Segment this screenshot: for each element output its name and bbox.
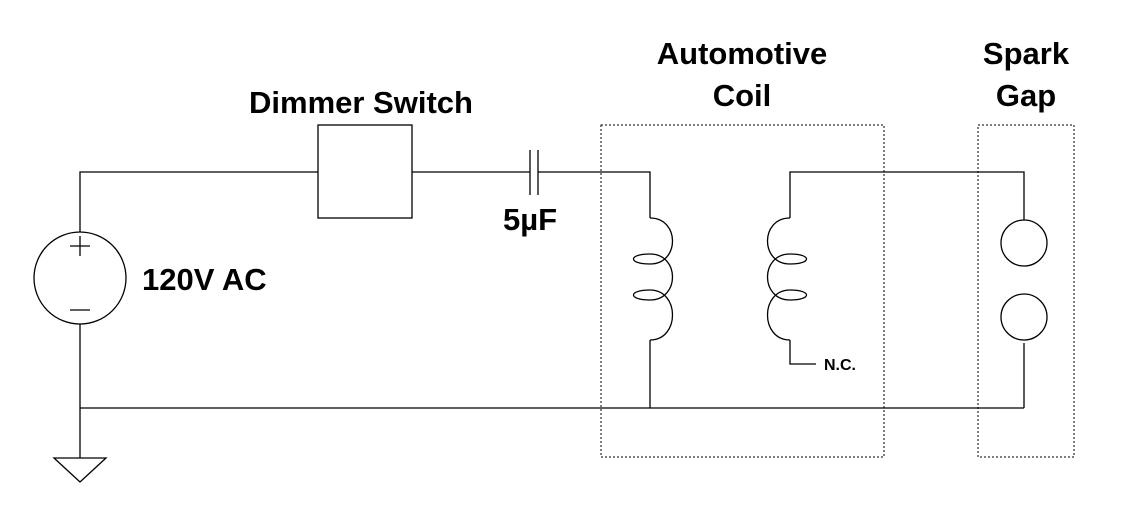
wire-secondary-to-spark-gap — [789, 171, 1025, 220]
source-label: 120V AC — [142, 262, 267, 297]
automotive-coil-enclosure — [600, 124, 885, 458]
spark-gap-label-line1: Spark — [983, 36, 1070, 71]
dimmer-switch-box — [317, 124, 413, 219]
wire-secondary-nc-lead — [789, 340, 816, 365]
no-connection-label: N.C. — [824, 357, 856, 374]
secondary-winding — [767, 217, 808, 341]
voltage-source-circle — [33, 231, 127, 325]
coil-label-line1: Automotive — [657, 36, 828, 71]
wire-capacitor-to-primary — [538, 171, 651, 218]
coil-label-line2: Coil — [713, 78, 772, 113]
spark-gap-electrode-top — [1000, 219, 1048, 267]
capacitor-label: 5µF — [503, 202, 557, 237]
wire-source-to-dimmer — [79, 171, 318, 232]
ground-symbol — [52, 457, 108, 483]
spark-gap-enclosure — [977, 124, 1075, 458]
spark-gap-label-line2: Gap — [996, 78, 1056, 113]
spark-gap-electrode-bottom — [1000, 293, 1048, 341]
dimmer-switch-label: Dimmer Switch — [249, 85, 473, 120]
primary-winding — [632, 217, 673, 341]
